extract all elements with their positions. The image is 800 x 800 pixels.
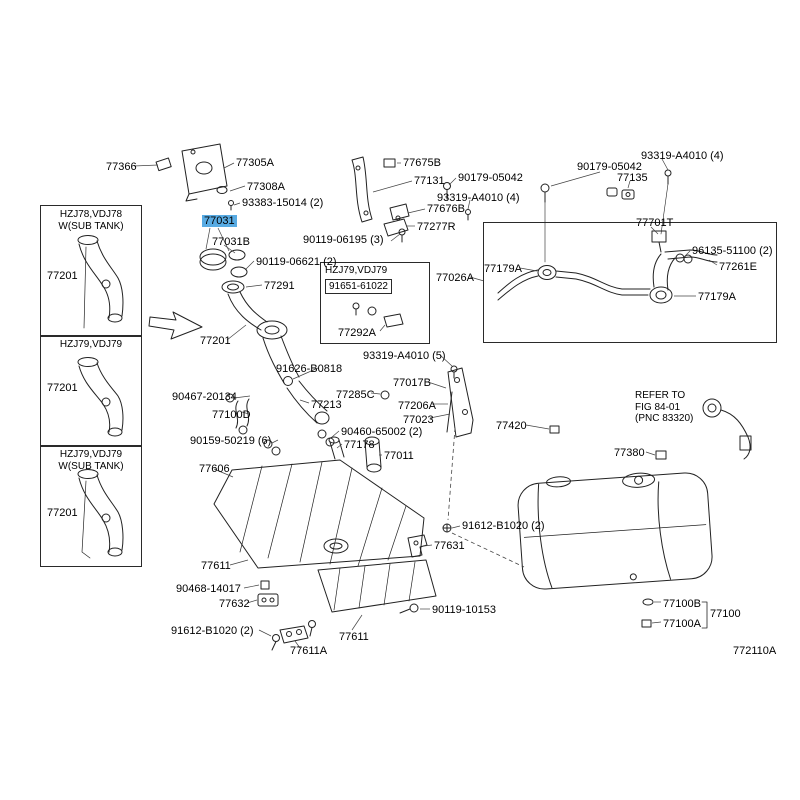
part-label-77026A[interactable]: 77026A	[436, 272, 474, 284]
part-label-90460-65002[interactable]: 90460-65002 (2)	[341, 426, 423, 438]
part-label-77261E[interactable]: 77261E	[719, 261, 757, 273]
rear-shield-art	[317, 559, 437, 613]
leader-lines	[133, 158, 718, 649]
part-label-77201[interactable]: 77201	[200, 335, 231, 347]
part-label-77308A[interactable]: 77308A	[247, 181, 285, 193]
part-label-77011[interactable]: 77011	[384, 450, 414, 462]
variant-box-header: HZJ79,VDJ79 W(SUB TANK)	[58, 449, 124, 472]
highlighted-part-number[interactable]: 77031	[202, 215, 237, 227]
part-label-77675B[interactable]: 77675B	[403, 157, 441, 169]
variant-box-header: HZJ79,VDJ79	[59, 339, 123, 350]
part-label-77606[interactable]: 77606	[199, 463, 230, 475]
inset-box-header: HZJ79,VDJ79	[325, 265, 388, 276]
part-label-77206A[interactable]: 77206A	[398, 400, 436, 412]
part-label-77023[interactable]: 77023	[403, 414, 434, 426]
refer-note: REFER TO FIG 84-01 (PNC 83320)	[635, 390, 694, 424]
breather-bracket-art	[351, 156, 471, 243]
part-label-91651-61022[interactable]: 91651-61022	[325, 279, 392, 294]
part-label-77135[interactable]: 77135	[617, 172, 648, 184]
part-label-77201-box2[interactable]: 77201	[47, 382, 78, 394]
part-label-77100B[interactable]: 77100B	[663, 598, 701, 610]
part-label-90119-10153[interactable]: 90119-10153	[432, 604, 497, 616]
part-label-77100A[interactable]: 77100A	[663, 618, 701, 630]
part-label-77100[interactable]: 77100	[710, 608, 741, 620]
construction-lines	[447, 427, 525, 568]
part-label-91612-B1020-2[interactable]: 91612-B1020 (2)	[171, 625, 254, 637]
part-label-77380[interactable]: 77380	[614, 447, 645, 459]
part-label-77611-2[interactable]: 77611	[339, 631, 369, 643]
part-label-77291[interactable]: 77291	[264, 280, 295, 292]
part-label-77611A[interactable]: 77611A	[290, 645, 328, 657]
part-label-77179A-2[interactable]: 77179A	[484, 263, 522, 275]
pipe-assembly-box	[483, 222, 777, 343]
part-label-93319-A4010-5[interactable]: 93319-A4010 (5)	[363, 350, 446, 362]
tank-fittings-art	[442, 450, 708, 629]
variant-box-hzj79: HZJ79,VDJ79	[40, 335, 142, 447]
inset-parts-art	[352, 302, 404, 328]
part-label-77676B[interactable]: 77676B	[427, 203, 465, 215]
part-label-77213[interactable]: 77213	[311, 399, 342, 411]
part-label-77611[interactable]: 77611	[201, 560, 231, 572]
part-label-93319-A4010-4[interactable]: 93319-A4010 (4)	[437, 192, 520, 204]
part-label-77420[interactable]: 77420	[496, 420, 527, 432]
part-label-91626-B0818[interactable]: 91626-B0818	[276, 363, 343, 375]
direction-arrow	[148, 311, 203, 340]
part-label-93319-A4010-4-2[interactable]: 93319-A4010 (4)	[641, 150, 724, 162]
part-label-77179A[interactable]: 77179A	[698, 291, 736, 303]
fuel-tank-art	[517, 472, 713, 590]
variant-pipes-art	[77, 235, 124, 559]
part-label-91612-B1020[interactable]: 91612-B1020 (2)	[462, 520, 545, 532]
part-label-77631[interactable]: 77631	[434, 540, 465, 552]
part-label-77201-box3[interactable]: 77201	[47, 507, 78, 519]
part-label-77632[interactable]: 77632	[219, 598, 250, 610]
tank-band-bracket-art	[446, 365, 560, 438]
part-label-90159-50219[interactable]: 90159-50219 (6)	[190, 435, 272, 447]
part-label-77277R[interactable]: 77277R	[417, 221, 456, 233]
part-label-90179-05042[interactable]: 90179-05042	[458, 172, 523, 184]
shield-brackets-art	[257, 534, 428, 651]
part-label-90468-14017[interactable]: 90468-14017	[176, 583, 241, 595]
filler-neck-art	[199, 248, 330, 425]
part-label-90119-06195[interactable]: 90119-06195 (3)	[303, 234, 384, 246]
part-label-77178[interactable]: 77178	[344, 439, 375, 451]
part-label-77701T[interactable]: 77701T	[636, 217, 674, 229]
part-label-93383-15014[interactable]: 93383-15014 (2)	[242, 197, 324, 209]
part-label-77292A[interactable]: 77292A	[338, 327, 376, 339]
part-label-90119-06621[interactable]: 90119-06621 (2)	[256, 256, 337, 268]
variant-box-hzj79-subtank: HZJ79,VDJ79 W(SUB TANK)	[40, 445, 142, 567]
part-label-77305A[interactable]: 77305A	[236, 157, 274, 169]
part-label-77031-highlighted[interactable]: 77031	[202, 215, 237, 227]
part-label-77100D[interactable]: 77100D	[212, 409, 251, 421]
part-label-77285C[interactable]: 77285C	[336, 389, 375, 401]
part-label-77201-box1[interactable]: 77201	[47, 270, 78, 282]
inset-box-hzj79: HZJ79,VDJ79 91651-61022	[320, 262, 430, 344]
part-label-77031B[interactable]: 77031B	[212, 236, 250, 248]
variant-box-hzj78-subtank: HZJ78,VDJ78 W(SUB TANK)	[40, 205, 142, 337]
part-label-77131[interactable]: 77131	[414, 175, 445, 187]
hoses-clamps-art	[225, 390, 390, 473]
fuel-pipes-art	[497, 230, 718, 304]
fuel-sender-art	[702, 398, 752, 460]
inlet-box-bracket-art	[155, 143, 234, 211]
variant-box-header: HZJ78,VDJ78 W(SUB TANK)	[58, 209, 124, 232]
part-label-96135-51100[interactable]: 96135-51100 (2)	[692, 245, 773, 257]
part-label-77366[interactable]: 77366	[106, 161, 137, 173]
part-label-90467-20134[interactable]: 90467-20134	[172, 391, 237, 403]
front-shield-art	[213, 459, 425, 569]
top-right-fasteners-art	[540, 169, 672, 263]
part-label-77017B[interactable]: 77017B	[393, 377, 431, 389]
diagram-code: 772110A	[733, 645, 777, 657]
part-label-90179-05042-2[interactable]: 90179-05042	[577, 161, 642, 173]
